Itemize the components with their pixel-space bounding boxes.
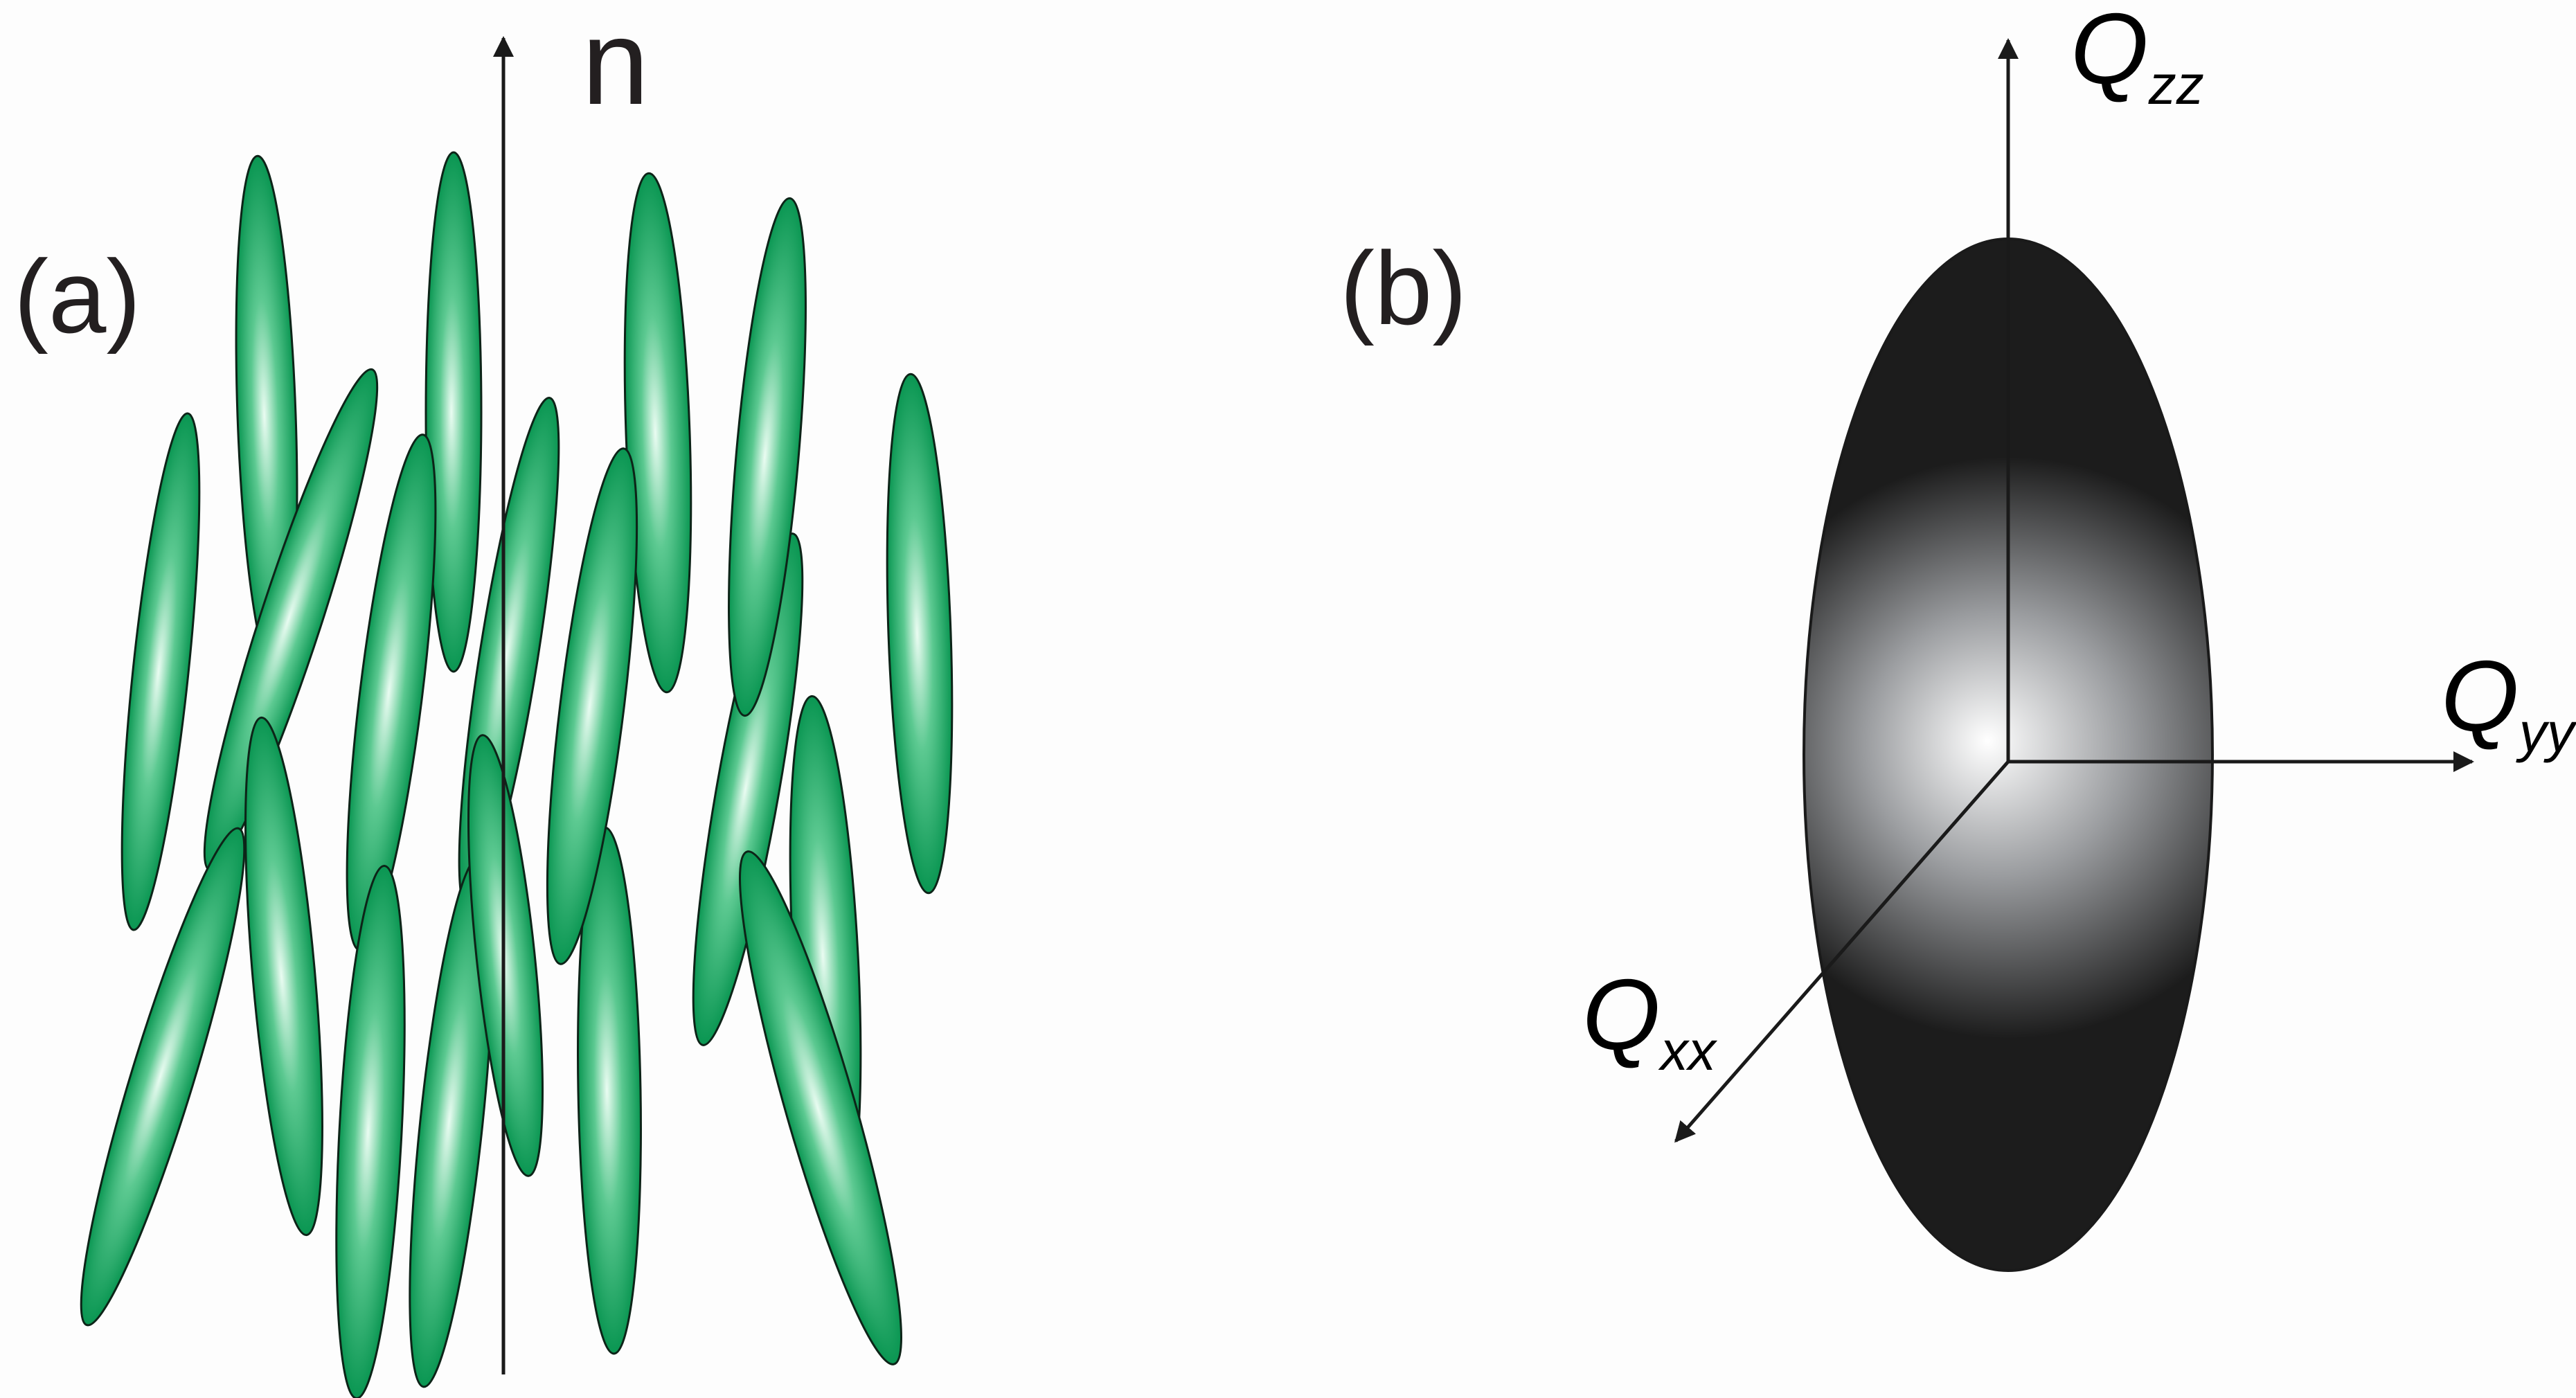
axis-label-qyy-sub: yy [2516, 701, 2576, 763]
panel-a-label: (a) [14, 238, 141, 355]
axis-label-qzz: Qzz [2070, 0, 2204, 116]
lc-molecule [244, 716, 323, 1237]
lc-molecule [692, 532, 804, 1046]
director-label: n [582, 0, 649, 130]
lc-molecule [80, 827, 246, 1327]
lc-molecule [886, 373, 954, 895]
axis-qxx [1674, 760, 2010, 1143]
axis-label-qyy: Qyy [2441, 640, 2576, 763]
lc-molecule [623, 172, 692, 694]
lc-molecule [120, 412, 201, 931]
axis-label-qxx-sub: xx [1658, 1020, 1718, 1082]
lc-molecule [546, 447, 638, 965]
lc-molecule [424, 151, 483, 673]
panel-a: n (a) [14, 0, 954, 1398]
panel-b-label: (b) [1340, 230, 1467, 346]
lc-molecule [467, 734, 544, 1177]
panel-b: (b) Qzz Qyy Qxx [1340, 0, 2576, 1272]
axis-label-qxx-main: Q [1582, 958, 1661, 1070]
lc-molecule [728, 197, 807, 717]
axis-label-qzz-main: Q [2070, 0, 2149, 105]
molecule-group [80, 151, 954, 1398]
axis-label-qxx: Qxx [1582, 958, 1718, 1082]
axis-label-qzz-sub: zz [2148, 54, 2204, 116]
axis-label-qyy-main: Q [2441, 640, 2519, 752]
lc-molecule [335, 865, 406, 1398]
lc-molecule [739, 850, 902, 1365]
